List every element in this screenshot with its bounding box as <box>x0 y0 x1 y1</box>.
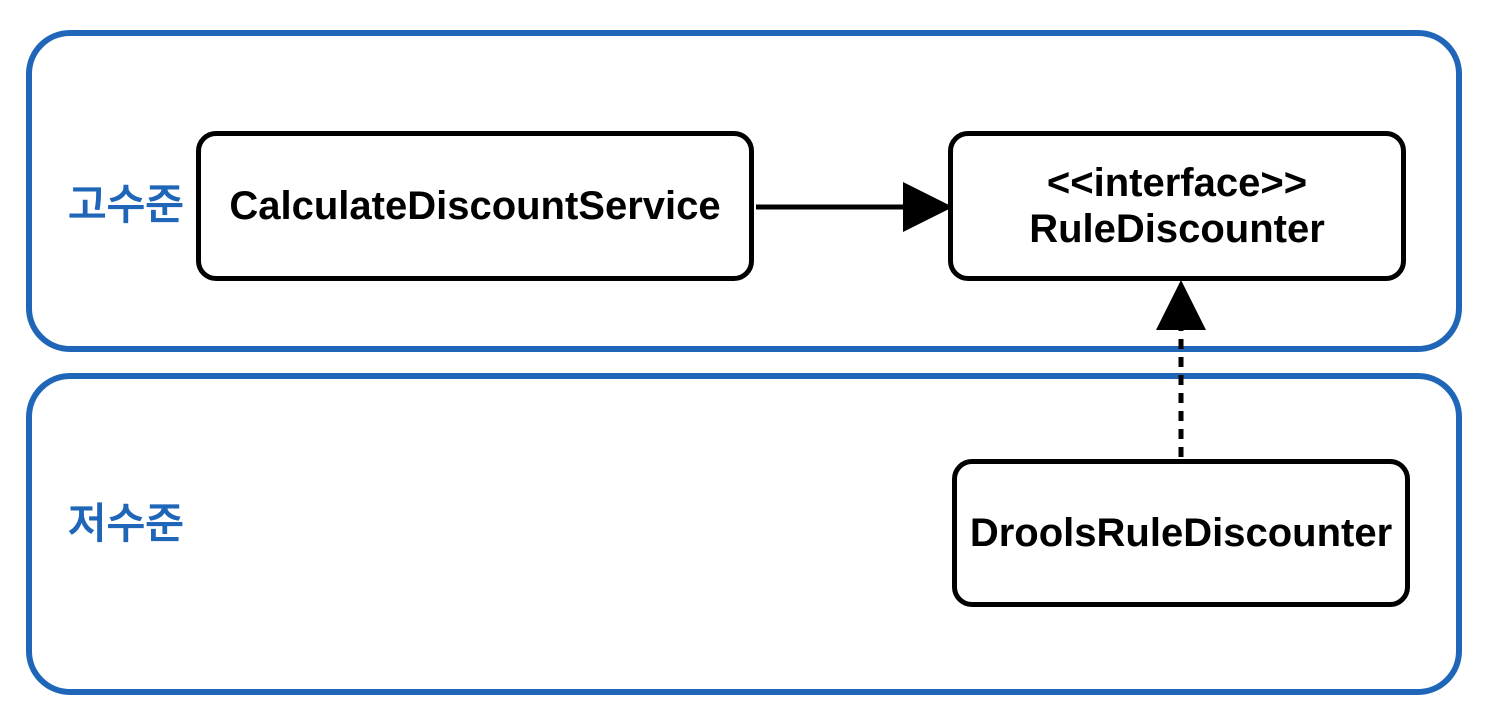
interface-stereotype: <<interface>> <box>1046 161 1308 205</box>
rule-discounter-name: RuleDiscounter <box>1029 207 1325 251</box>
low-level-label: 저수준 <box>68 499 184 548</box>
calculate-discount-service-node: CalculateDiscountService <box>196 131 754 281</box>
high-level-label: 고수준 <box>68 180 184 229</box>
drools-rule-discounter-node: DroolsRuleDiscounter <box>952 459 1410 607</box>
drools-rule-discounter-name: DroolsRuleDiscounter <box>969 511 1393 555</box>
rule-discounter-interface-node: <<interface>> RuleDiscounter <box>948 131 1406 281</box>
calculate-discount-service-name: CalculateDiscountService <box>229 184 721 228</box>
